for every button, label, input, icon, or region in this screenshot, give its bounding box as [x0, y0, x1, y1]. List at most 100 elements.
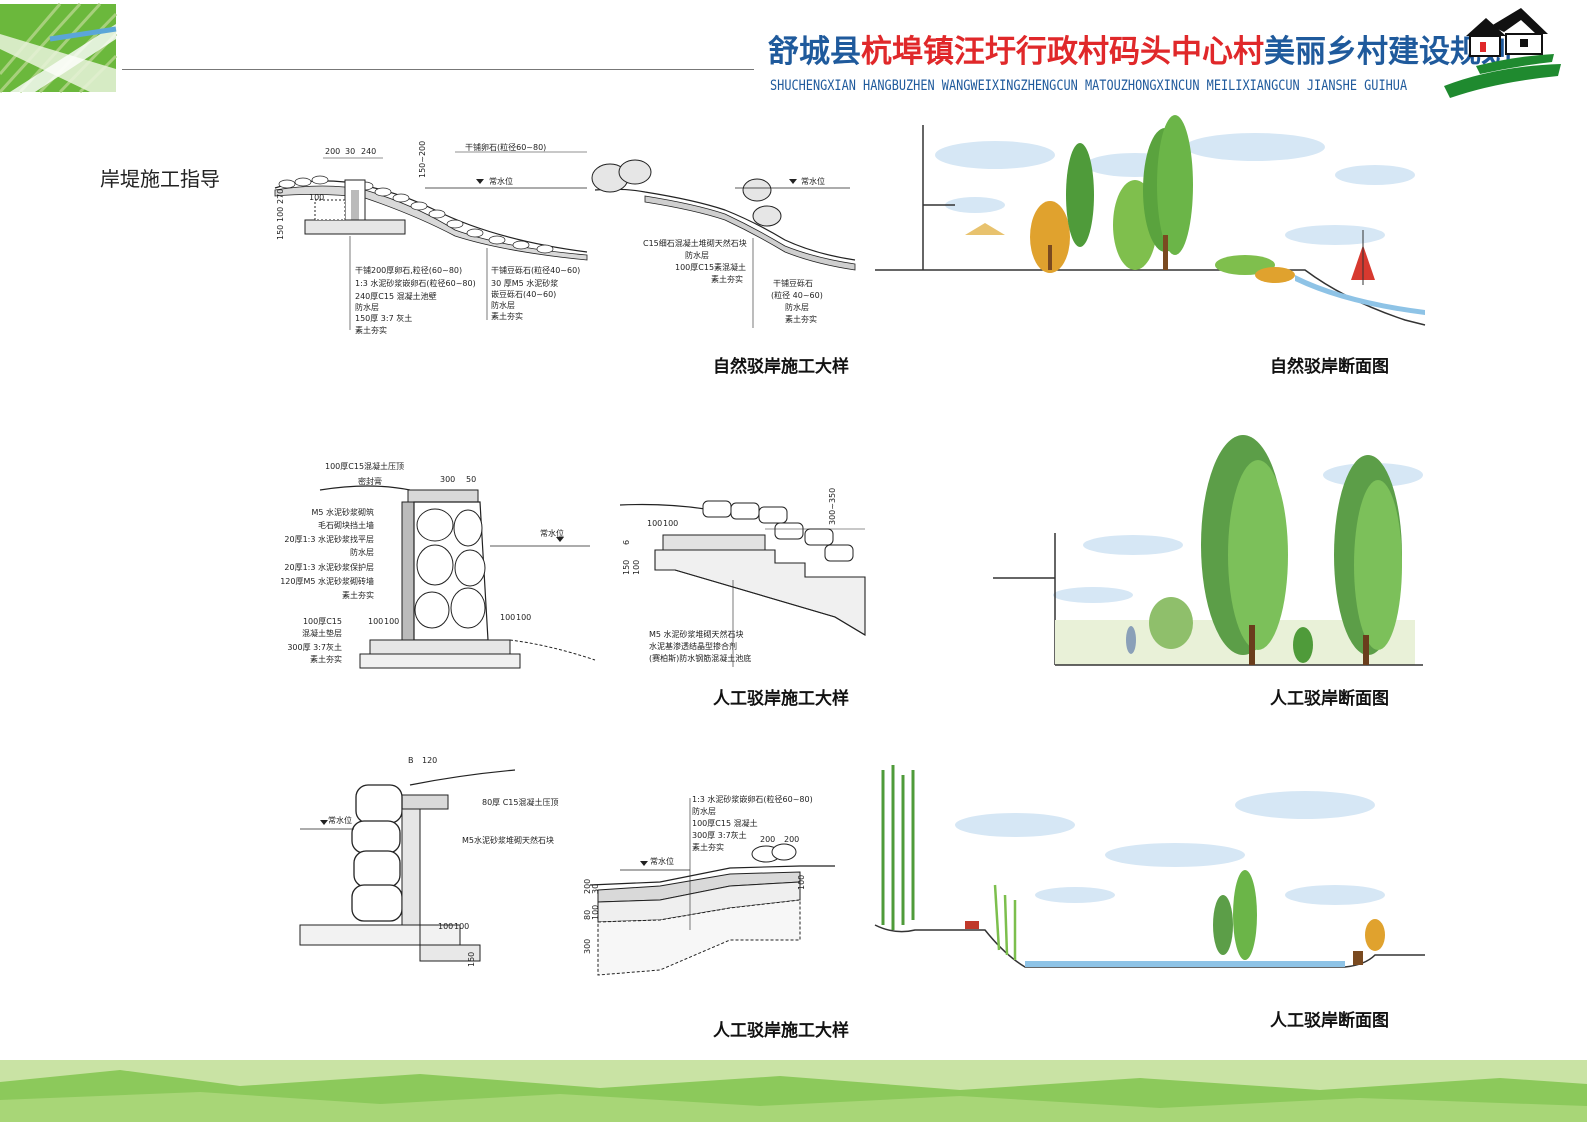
- natural-revetment-section: [875, 115, 1426, 326]
- note-2: 防水层: [692, 806, 716, 816]
- footer-band: [0, 1060, 1587, 1122]
- right-note-3: 嵌豆砾石(40~60): [491, 289, 556, 299]
- top-note-1: 100厚C15混凝土压顶: [325, 461, 404, 471]
- page-title: 舒城县杭埠镇汪圩行政村码头中心村美丽乡村建设规划: [768, 26, 1512, 71]
- dim-3: 240: [361, 147, 376, 156]
- dim-3: 100: [438, 922, 453, 931]
- dim-5: 100: [500, 613, 515, 622]
- dim-2: 100: [663, 519, 678, 528]
- note-2: 毛石砌块挡土墙: [318, 520, 374, 530]
- artificial-revetment-detail-b: 100 100 6 150 100 300~350 M5 水泥砂浆堆砌天然石块 …: [619, 488, 866, 667]
- note-5: 素土夯实: [692, 842, 724, 852]
- dim-8: 100: [309, 193, 324, 202]
- note-6: (粒径 40~60): [771, 290, 823, 300]
- note-2: M5水泥砂浆堆砌天然石块: [462, 835, 554, 845]
- caption-natural-detail: 自然驳岸施工大样: [713, 357, 849, 377]
- note-3: (赛柏斯)防水钢筋混凝土池底: [649, 653, 751, 663]
- water-level-label: 常水位: [801, 176, 825, 186]
- note-3: 100厚C15素混凝土: [675, 262, 746, 272]
- dim-6: 150: [276, 225, 285, 240]
- note-3: 20厚1:3 水泥砂浆找平层: [284, 534, 374, 544]
- artificial-revetment-section-1: [993, 435, 1423, 666]
- note-6: 120厚M5 水泥砂浆砌砖墙: [280, 576, 374, 586]
- water-level-label: 常水位: [540, 528, 564, 538]
- village-logo-icon: [1444, 8, 1561, 98]
- dim-2: 30: [345, 147, 355, 156]
- note-2: 水泥基渗透结晶型掺合剂: [649, 641, 737, 651]
- note-8: 素土夯实: [785, 314, 817, 324]
- dim-5: 100: [632, 560, 641, 575]
- note-7: 防水层: [785, 302, 809, 312]
- note-4: 素土夯实: [711, 274, 743, 284]
- left-note-6: 素土夯实: [355, 325, 387, 335]
- note-1: M5 水泥砂浆砌筑: [311, 507, 374, 517]
- note-2: 防水层: [685, 250, 709, 260]
- page-subtitle: SHUCHENGXIAN HANGBUZHEN WANGWEIXINGZHENG…: [770, 78, 1408, 94]
- dim-5: 270: [276, 189, 285, 204]
- dim-7: 100: [276, 207, 285, 222]
- note-1: M5 水泥砂浆堆砌天然石块: [649, 629, 744, 639]
- dim-8: 300: [583, 939, 592, 954]
- water-level-label: 常水位: [328, 815, 352, 825]
- note-1: C15细石混凝土堆砌天然石块: [643, 238, 747, 248]
- top-note-2: 密封膏: [358, 476, 382, 486]
- dim-3: 6: [622, 540, 631, 545]
- dim-4: 150: [622, 560, 631, 575]
- note-3: 100厚C15 混凝土: [692, 818, 758, 828]
- right-note-4: 防水层: [491, 300, 515, 310]
- artificial-revetment-detail-c: 常水位 B 120 100 100 150 80厚 C15混凝土压顶 M5水泥砂…: [299, 756, 559, 967]
- caption-artificial-detail-2: 人工驳岸施工大样: [713, 1021, 849, 1041]
- dim-7: 100: [591, 905, 600, 920]
- right-note-5: 素土夯实: [491, 311, 523, 321]
- note-1: 80厚 C15混凝土压顶: [482, 797, 559, 807]
- left-note-5: 150厚 3:7 灰土: [355, 313, 412, 323]
- note-4: 300厚 3:7灰土: [692, 830, 747, 840]
- note-9: 混凝土垫层: [302, 628, 342, 638]
- right-note-1: 干铺豆砾石(粒径40~60): [491, 265, 580, 275]
- dim-6: 300~350: [828, 488, 837, 525]
- dim-1: 100: [647, 519, 662, 528]
- left-note-3: 240厚C15 混凝土池壁: [355, 291, 437, 301]
- dim-2: 120: [422, 756, 437, 765]
- dim-1: 200: [325, 147, 340, 156]
- caption-natural-section: 自然驳岸断面图: [1270, 357, 1389, 377]
- dim-4: 200: [583, 879, 592, 894]
- note-10: 300厚 3:7灰土: [287, 642, 342, 652]
- left-note-1: 干铺200厚卵石,粒径(60~80): [355, 265, 462, 275]
- dim-5: 30: [591, 884, 600, 894]
- dim-1: 300: [440, 475, 455, 484]
- section-label: 岸堤施工指导: [100, 167, 220, 191]
- note-1: 1:3 水泥砂浆嵌卵石(粒径60~80): [692, 794, 813, 804]
- water-level-label: 常水位: [489, 176, 513, 186]
- dim-5: 150: [467, 952, 476, 967]
- right-note-2: 30 厚M5 水泥砂浆: [491, 278, 558, 288]
- dim-6: 80: [583, 910, 592, 920]
- caption-artificial-detail-1: 人工驳岸施工大样: [713, 689, 849, 709]
- dim-3: 100: [368, 617, 383, 626]
- note-5: 干铺豆砾石: [773, 278, 813, 288]
- left-note-2: 1:3 水泥砂浆嵌卵石(粒径60~80): [355, 278, 476, 288]
- dim-4: 150~200: [418, 141, 427, 178]
- water-level-label: 常水位: [650, 856, 674, 866]
- artificial-revetment-section-2: [874, 765, 1425, 968]
- note-8: 100厚C15: [303, 617, 342, 626]
- caption-artificial-section-1: 人工驳岸断面图: [1270, 689, 1389, 709]
- dim-2: 200: [784, 835, 799, 844]
- corner-logo: [0, 2, 118, 94]
- natural-revetment-detail-a: 常水位 干铺卵石(粒径60~80) 200 30 240 150~200 270…: [274, 141, 588, 335]
- dim-1: 200: [760, 835, 775, 844]
- header-divider: [122, 69, 754, 70]
- title-county: 舒城县: [768, 34, 861, 70]
- note-7: 素土夯实: [342, 590, 374, 600]
- caption-artificial-section-2: 人工驳岸断面图: [1270, 1011, 1389, 1031]
- title-village: 杭埠镇汪圩行政村码头中心村: [861, 34, 1264, 70]
- dim-4: 100: [454, 922, 469, 931]
- note-4: 防水层: [350, 547, 374, 557]
- top-note: 干铺卵石(粒径60~80): [465, 142, 546, 152]
- natural-revetment-detail-b: 常水位 C15细石混凝土堆砌天然石块 防水层 100厚C15素混凝土 素土夯实 …: [591, 159, 856, 328]
- dim-3: 100: [797, 875, 806, 890]
- artificial-revetment-detail-a: 常水位 100厚C15混凝土压顶 密封膏 300 50 100 100 100 …: [280, 461, 596, 669]
- dim-4: 100: [384, 617, 399, 626]
- left-note-4: 防水层: [355, 302, 379, 312]
- note-11: 素土夯实: [310, 654, 342, 664]
